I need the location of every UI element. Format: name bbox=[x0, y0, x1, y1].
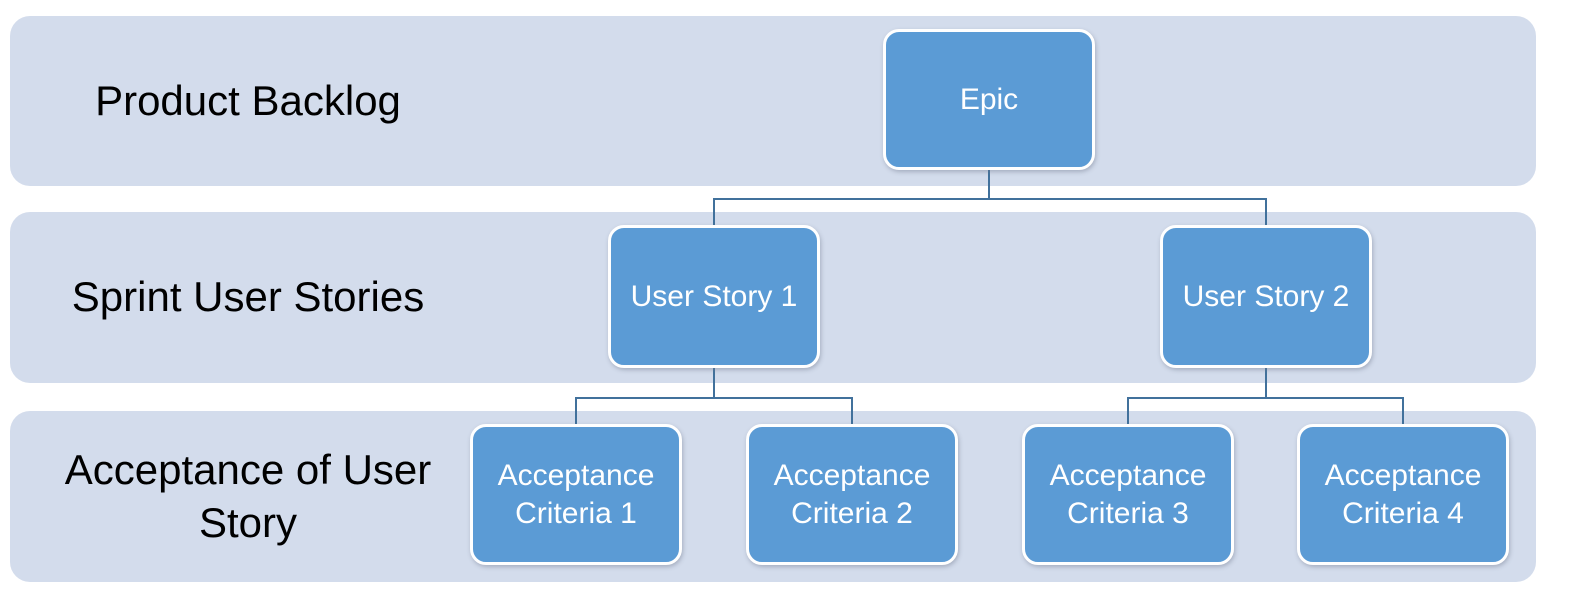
node-user-story-2-label: User Story 2 bbox=[1182, 279, 1350, 313]
connector-drop-user-story-1 bbox=[713, 198, 715, 226]
connector-epic-crossbar bbox=[713, 198, 1267, 200]
node-acceptance-criteria-2: Acceptance Criteria 2 bbox=[746, 424, 958, 565]
band-product-backlog: Product Backlog bbox=[10, 16, 1536, 186]
band-label-product-backlog: Product Backlog bbox=[95, 76, 401, 124]
node-acceptance-criteria-1: Acceptance Criteria 1 bbox=[470, 424, 682, 565]
connector-user-story-2-stem bbox=[1265, 368, 1267, 399]
node-epic: Epic bbox=[883, 29, 1095, 170]
node-acceptance-criteria-3-label: Acceptance Criteria 3 bbox=[1049, 458, 1207, 530]
node-epic-label: Epic bbox=[959, 82, 1019, 116]
band-label-sprint-user-stories: Sprint User Stories bbox=[71, 273, 425, 321]
connector-epic-stem bbox=[988, 170, 990, 200]
connector-drop-acceptance-criteria-3 bbox=[1127, 397, 1129, 425]
connector-drop-user-story-2 bbox=[1265, 198, 1267, 226]
node-acceptance-criteria-4-label: Acceptance Criteria 4 bbox=[1324, 458, 1482, 530]
connector-drop-acceptance-criteria-1 bbox=[575, 397, 577, 425]
node-acceptance-criteria-3: Acceptance Criteria 3 bbox=[1022, 424, 1234, 565]
connector-user-story-1-crossbar bbox=[575, 397, 853, 399]
node-user-story-1-label: User Story 1 bbox=[630, 279, 798, 313]
connector-drop-acceptance-criteria-4 bbox=[1402, 397, 1404, 425]
node-user-story-1: User Story 1 bbox=[608, 225, 820, 368]
connector-user-story-2-crossbar bbox=[1127, 397, 1404, 399]
node-acceptance-criteria-1-label: Acceptance Criteria 1 bbox=[497, 458, 655, 530]
node-user-story-2: User Story 2 bbox=[1160, 225, 1372, 368]
connector-user-story-1-stem bbox=[713, 368, 715, 399]
node-acceptance-criteria-4: Acceptance Criteria 4 bbox=[1297, 424, 1509, 565]
node-acceptance-criteria-2-label: Acceptance Criteria 2 bbox=[773, 458, 931, 530]
band-label-acceptance-of-user-story: Acceptance of User Story bbox=[64, 445, 432, 546]
connector-drop-acceptance-criteria-2 bbox=[851, 397, 853, 425]
